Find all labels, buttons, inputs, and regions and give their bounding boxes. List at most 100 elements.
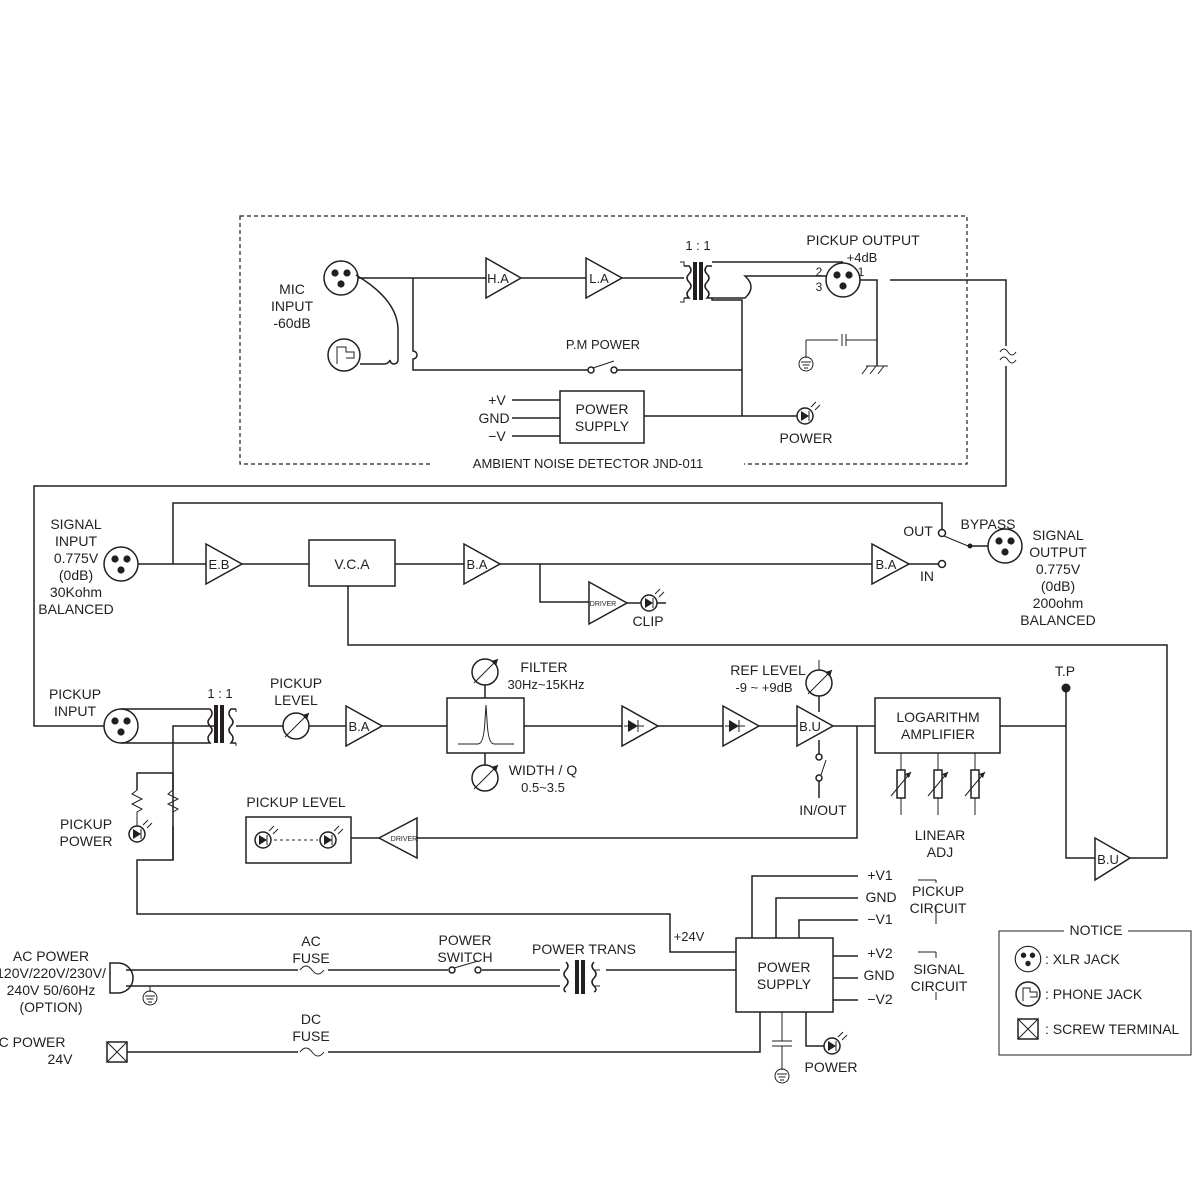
signal-output-line5: 200ohm [1033, 595, 1084, 611]
signal-circuit-line1: SIGNAL [913, 961, 965, 977]
signal-rail-gnd: GND [863, 967, 894, 983]
eb-amplifier [205, 542, 244, 586]
clip-driver-label: DRIVER [590, 601, 616, 608]
signal-output-line4: (0dB) [1041, 578, 1075, 594]
pickup-rail-v1: +V1 [867, 867, 893, 883]
trimmer-2-icon[interactable] [927, 769, 949, 799]
rectifier-2 [722, 704, 761, 748]
pin-1-label: 1 [858, 265, 865, 279]
mic-input-label: MIC INPUT -60dB [271, 281, 313, 331]
main-psu-line2: SUPPLY [757, 976, 812, 992]
trimmer-3-icon[interactable] [964, 769, 986, 799]
ref-level-knob-icon[interactable] [805, 669, 833, 697]
clip-label: CLIP [632, 613, 663, 629]
ground-capacitor-icon [806, 334, 877, 346]
pickup-circuit-line2: CIRCUIT [910, 900, 967, 916]
signal-path: SIGNAL INPUT 0.775V (0dB) 30Kohm BALANCE… [38, 502, 1168, 859]
out-label: OUT [903, 523, 933, 539]
signal-rail-v2: +V2 [867, 945, 893, 961]
mic-input-line3: -60dB [273, 315, 310, 331]
legend-screw-text: : SCREW TERMINAL [1045, 1021, 1180, 1037]
ac-plug-icon[interactable] [109, 962, 736, 994]
logarithm-amplifier-block [874, 697, 1001, 754]
meter-driver-label: DRIVER [391, 836, 417, 843]
dc-fuse-line2: FUSE [292, 1028, 329, 1044]
pickup-bu2-label: B.U [1097, 852, 1119, 867]
clip-driver [588, 580, 629, 626]
detector-ratio-label: 1 : 1 [685, 238, 710, 253]
trimmer-1-icon[interactable] [890, 769, 912, 799]
pickup-input-xlr-icon[interactable] [103, 708, 139, 744]
mic-phone-jack-icon[interactable] [327, 338, 361, 372]
pm-power-label: P.M POWER [566, 337, 640, 352]
signal-output-line1: SIGNAL [1032, 527, 1084, 543]
pickup-level-knob-icon[interactable] [282, 712, 310, 740]
pickup-output-line1: PICKUP OUTPUT [806, 232, 920, 248]
signal-output-xlr-icon[interactable] [987, 528, 1023, 564]
signal-input-line3: 0.775V [54, 550, 99, 566]
filter-knob-icon[interactable] [471, 658, 499, 686]
detector-transformer-icon [684, 262, 712, 300]
pickup-bu-amplifier [796, 704, 835, 748]
signal-input-label: SIGNAL INPUT 0.775V (0dB) 30Kohm BALANCE… [38, 516, 113, 617]
detector-title: AMBIENT NOISE DETECTOR JND-011 [473, 456, 703, 471]
vca-control-wire [347, 586, 1168, 859]
legend-xlr-icon [1014, 945, 1042, 973]
pickup-level-line1: PICKUP [270, 675, 322, 691]
pickup-link-wire [890, 279, 1007, 346]
ref-level-label: REF LEVEL [730, 662, 806, 678]
pickup-output-xlr-icon[interactable] [825, 262, 861, 298]
mic-input-line1: MIC [279, 281, 305, 297]
filter-label: FILTER [520, 659, 567, 675]
vca-block [308, 539, 396, 587]
ba-amplifier-2 [871, 542, 911, 586]
ac-power-label: AC POWER 120V/220V/230V/ 240V 50/60Hz (O… [0, 948, 106, 1015]
rail-minus-v: −V [488, 428, 506, 444]
pickup-output-line2: +4dB [847, 250, 878, 265]
la-amplifier [585, 256, 624, 300]
pickup-ba-amplifier [345, 704, 384, 748]
power-trans-label: POWER TRANS [532, 941, 636, 957]
width-knob-icon[interactable] [471, 764, 499, 792]
pickup-power-resistors [130, 773, 180, 860]
in-out-label: IN/OUT [799, 802, 847, 818]
mic-input-line2: INPUT [271, 298, 313, 314]
chassis-ground-icon [861, 365, 888, 375]
v24-label: +24V [674, 929, 705, 944]
ba1-label: B.A [467, 557, 488, 572]
linear-adj-trimmers [890, 753, 986, 815]
mic-xlr-jack-icon[interactable] [323, 260, 359, 296]
dc-power-line2: 24V [48, 1051, 74, 1067]
ac-power-line3: 240V 50/60Hz [7, 982, 96, 998]
pickup-transformer-icon [205, 705, 236, 744]
screw-terminal-icon[interactable] [106, 1041, 128, 1063]
signal-input-line5: 30Kohm [50, 584, 102, 600]
signal-output-line3: 0.775V [1036, 561, 1081, 577]
in-out-switch[interactable] [815, 753, 827, 782]
pickup-rail-gnd: GND [865, 889, 896, 905]
ha-amplifier [485, 256, 523, 300]
ac-power-line1: AC POWER [13, 948, 89, 964]
rail-plus-v: +V [488, 392, 506, 408]
ac-fuse-line1: AC [301, 933, 320, 949]
dc-fuse-line1: DC [301, 1011, 321, 1027]
power-switch-icon[interactable] [448, 960, 482, 974]
ba2-label: B.A [876, 557, 897, 572]
signal-input-xlr-icon[interactable] [103, 546, 139, 582]
main-power-led-icon [823, 1031, 848, 1055]
bypass-switch[interactable] [937, 528, 973, 569]
detector-earth-icon [798, 351, 814, 372]
signal-output-line6: BALANCED [1020, 612, 1095, 628]
pm-power-switch[interactable] [587, 360, 618, 374]
detector-power-supply-block [559, 390, 645, 444]
log-amp-line2: AMPLIFIER [901, 726, 975, 742]
rectifier-1 [621, 704, 660, 748]
ha-label: H.A [487, 271, 509, 286]
legend-phone-jack-icon [1015, 981, 1041, 1007]
pickup-rail-minus-v1: −V1 [867, 911, 893, 927]
pickup-power-led-icon [128, 819, 153, 843]
linear-adj-line2: ADJ [927, 844, 953, 860]
signal-input-line4: (0dB) [59, 567, 93, 583]
pickup-circuit-line1: PICKUP [912, 883, 964, 899]
